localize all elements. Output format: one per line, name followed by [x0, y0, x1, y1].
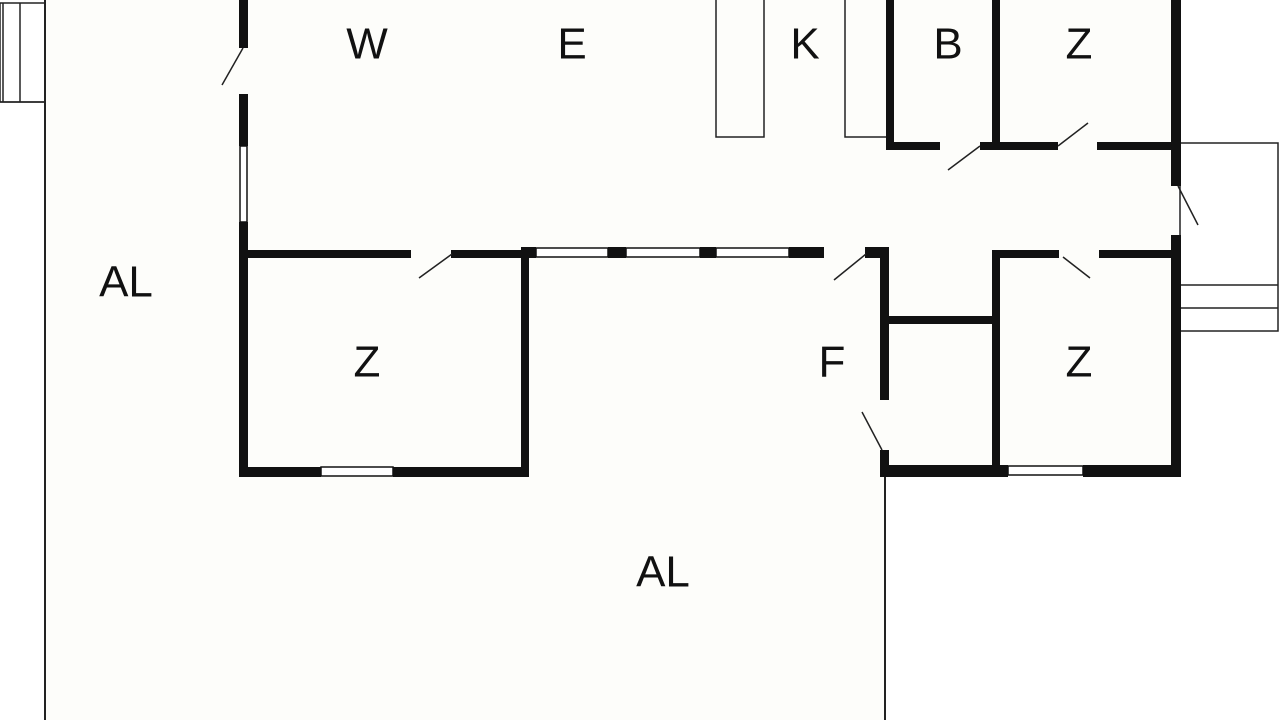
doors [221, 47, 1199, 451]
label-z-right: Z [1066, 338, 1093, 387]
left-steps [0, 2, 46, 103]
windows [239, 145, 1084, 477]
interior-floor [243, 0, 1178, 475]
entrance-steps [1179, 142, 1279, 332]
label-b: B [933, 20, 962, 69]
label-al-left: AL [99, 258, 153, 307]
label-w: W [346, 20, 388, 69]
label-z-top: Z [1066, 20, 1093, 69]
label-f: F [819, 338, 846, 387]
label-z-left: Z [354, 338, 381, 387]
label-e: E [557, 20, 586, 69]
label-k: K [790, 20, 819, 69]
label-al-bottom: AL [636, 548, 690, 597]
walls [239, 0, 1181, 477]
